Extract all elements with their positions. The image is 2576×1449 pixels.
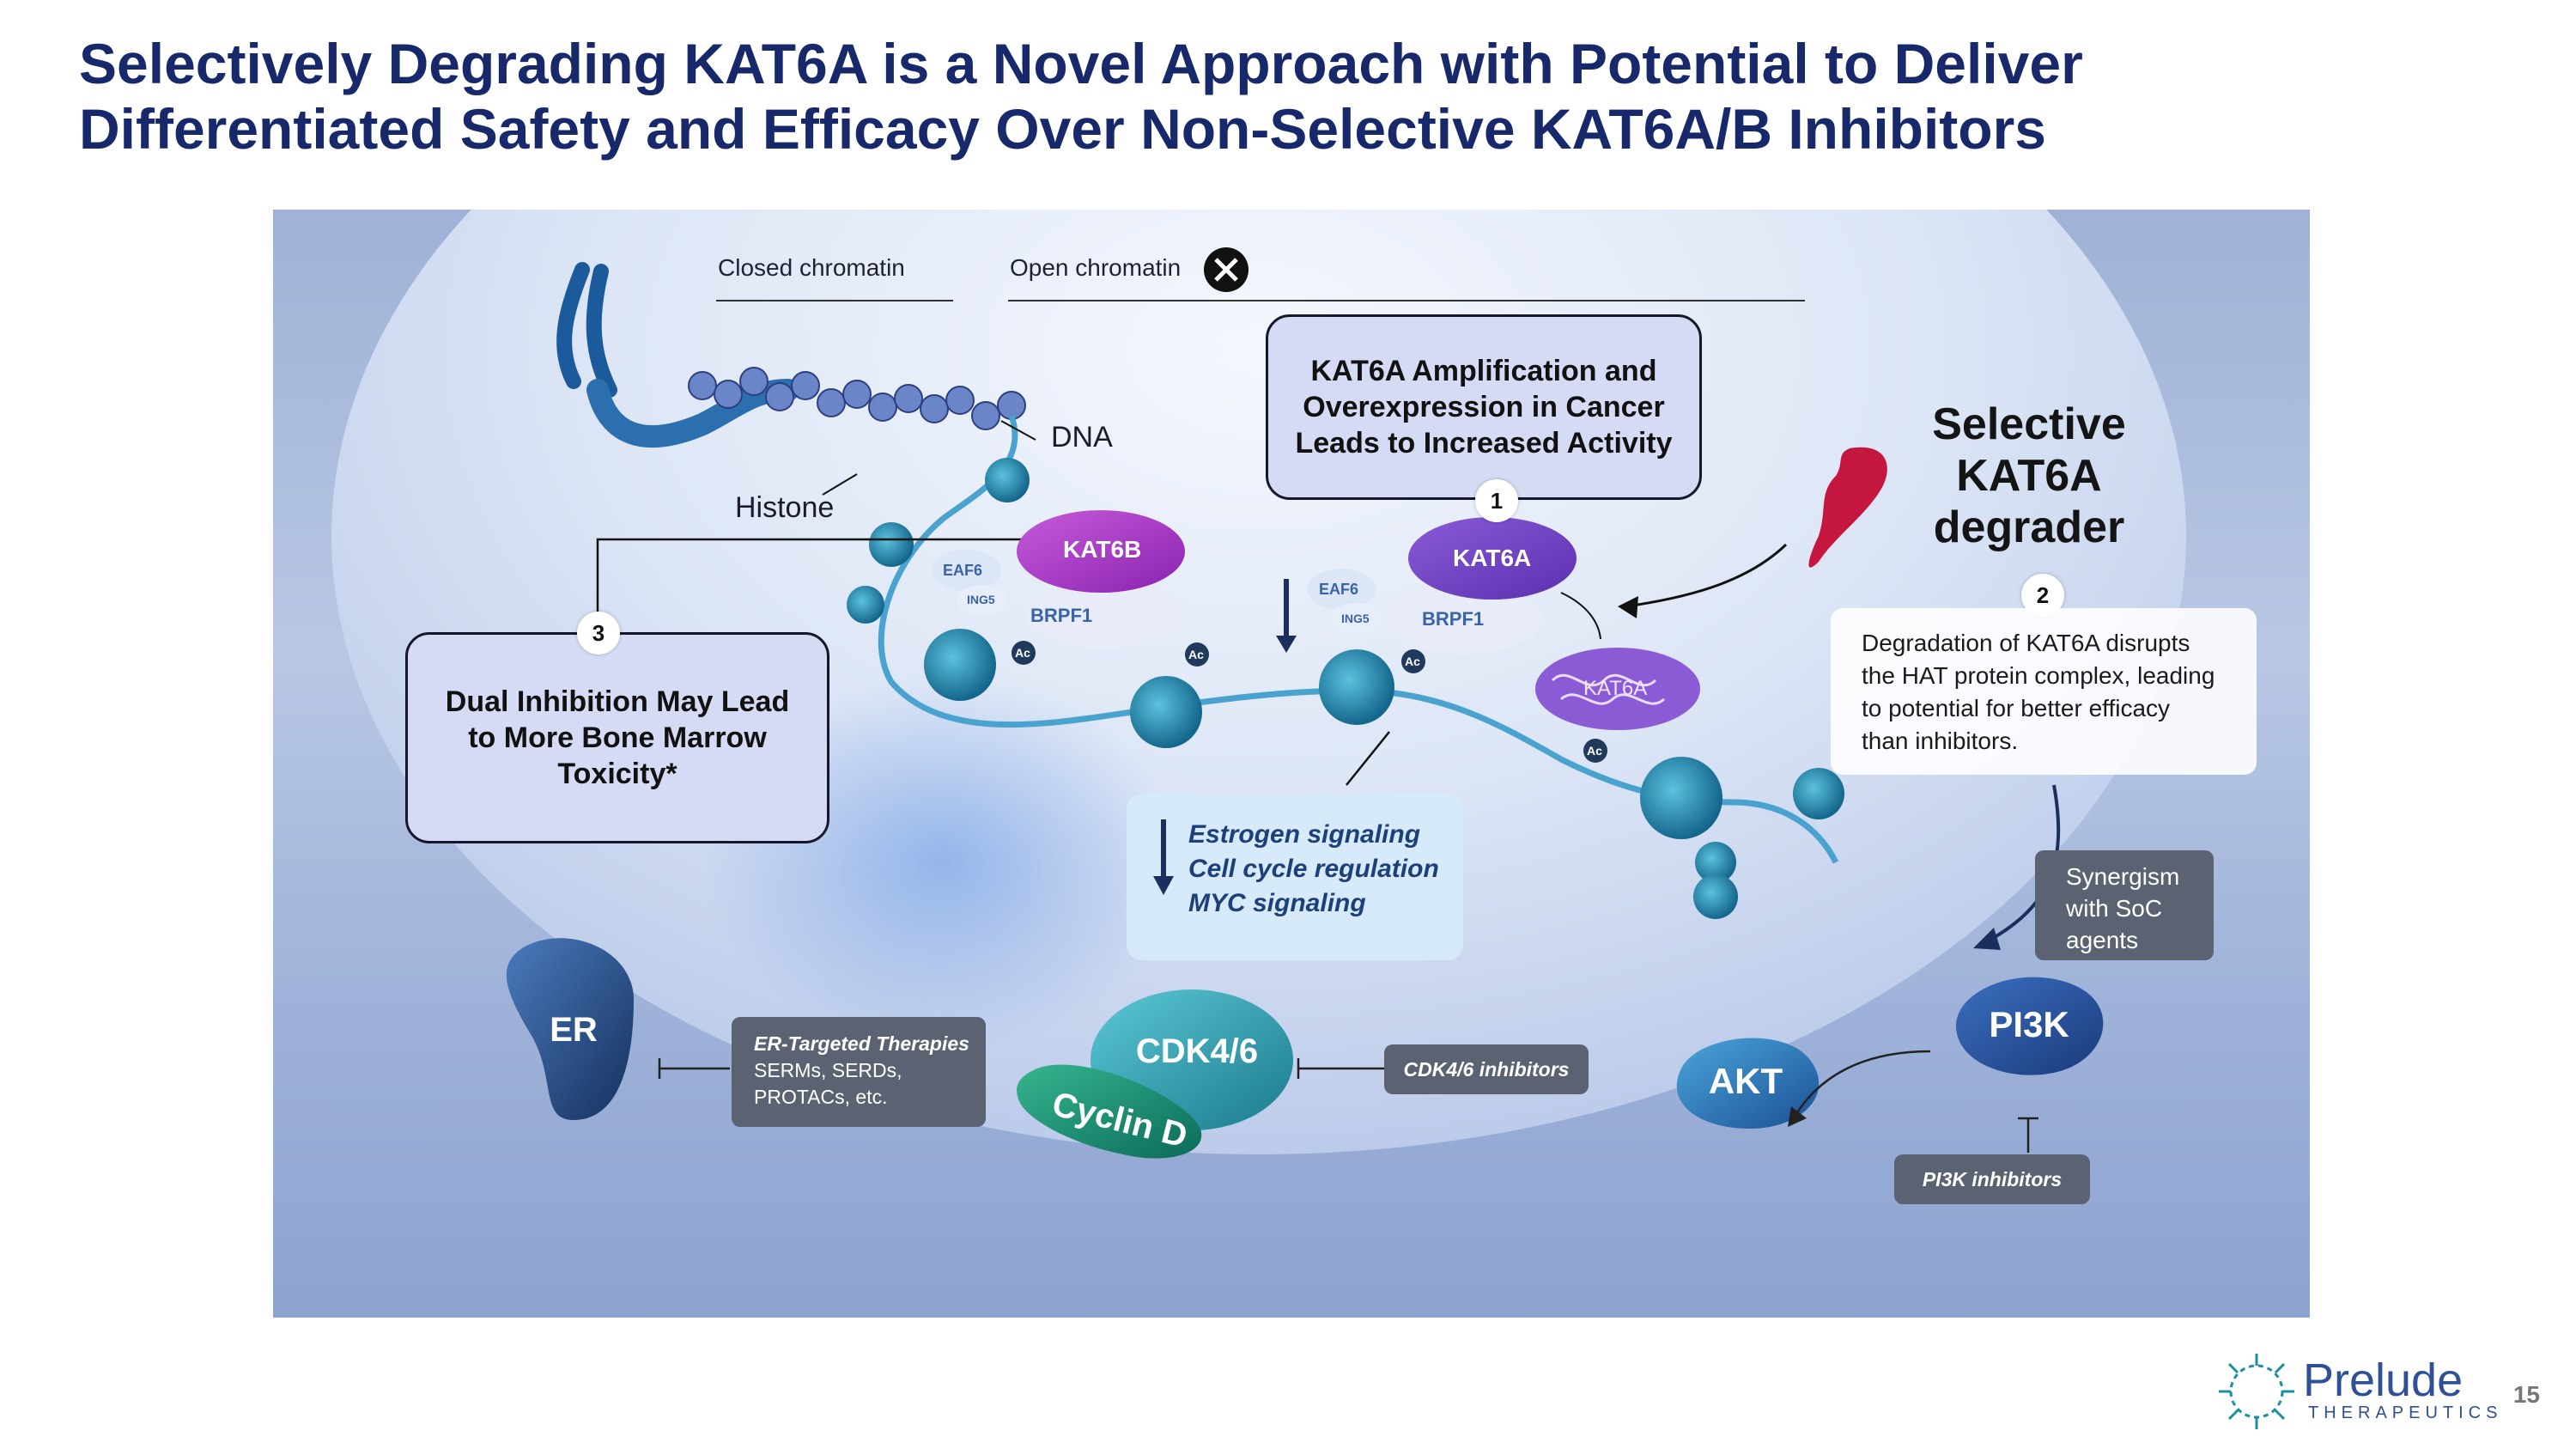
- brand-name: Prelude: [2303, 1355, 2464, 1406]
- pi3k-akt-arrow: [1793, 1050, 1931, 1117]
- box-kat6a-amplification: KAT6A Amplification and Overexpression i…: [1266, 314, 1702, 500]
- histone-pointer: [822, 473, 858, 496]
- note2-line2: the HAT protein complex, leading: [1862, 662, 2215, 689]
- signaling-line2: Cell cycle regulation: [1188, 855, 1439, 883]
- synergism-line2: with SoC: [2066, 895, 2163, 922]
- selective-line1: Selective: [1932, 399, 2126, 449]
- step-1-badge: 1: [1475, 479, 1518, 522]
- brand-sub: THERAPEUTICS: [2308, 1403, 2503, 1422]
- synergism-line1: Synergism: [2066, 863, 2180, 890]
- ac-label-2: Ac: [1188, 648, 1204, 661]
- ing5-right-label: ING5: [1341, 612, 1370, 625]
- degradation-note: Degradation of KAT6A disrupts the HAT pr…: [1831, 608, 2257, 775]
- synergism-box: Synergism with SoC agents: [2035, 850, 2214, 960]
- eaf6-right-label: EAF6: [1319, 581, 1359, 598]
- box3-line3: Toxicity*: [557, 758, 677, 790]
- eaf6-left-label: EAF6: [943, 562, 983, 579]
- akt-shape: [1676, 1038, 1820, 1129]
- er-box-line1: ER-Targeted Therapies: [754, 1032, 969, 1055]
- degraded-kat6a-label: KAT6A: [1583, 677, 1648, 700]
- er-label: ER: [550, 1010, 598, 1049]
- open-chromatin-label: Open chromatin: [1010, 254, 1182, 281]
- eaf6-left-shape: [933, 550, 1001, 591]
- er-shape: [506, 938, 634, 1120]
- box3-line2: to More Bone Marrow: [468, 721, 767, 754]
- eaf6-right-shape: [1307, 569, 1376, 610]
- box1-line3: Leads to Increased Activity: [1295, 427, 1673, 460]
- box1-line1: KAT6A Amplification and: [1310, 355, 1657, 387]
- step-3-badge: 3: [577, 612, 620, 654]
- signal-pointer: [1346, 731, 1390, 786]
- degrader-molecule: [1808, 447, 1887, 568]
- er-therapies-box: ER-Targeted Therapies SERMs, SERDs, PROT…: [732, 1017, 986, 1127]
- pi3k-shape: [1956, 977, 2104, 1075]
- title-line-2: Differentiated Safety and Efficacy Over …: [79, 97, 2046, 161]
- box1-line2: Overexpression in Cancer: [1303, 391, 1665, 423]
- note2-line4: than inhibitors.: [1862, 728, 2019, 754]
- pi3k-label: PI3K: [1989, 1004, 2069, 1044]
- ac-label-4: Ac: [1587, 744, 1602, 758]
- ing5-left-shape: [957, 585, 1008, 616]
- cyclin-shape: [1017, 1064, 1202, 1159]
- selective-line3: degrader: [1933, 502, 2125, 552]
- pi3k-inhibitors-box: PI3K inhibitors: [1894, 1154, 2090, 1204]
- selective-degrader-heading: Selective KAT6A degrader: [1887, 399, 2171, 553]
- note2-line1: Degradation of KAT6A disrupts: [1862, 630, 2190, 656]
- signaling-line1: Estrogen signaling: [1188, 820, 1421, 849]
- nucleosomes: [847, 458, 1844, 919]
- down-arrow-icon: [1276, 579, 1297, 653]
- dna-label: DNA: [1051, 421, 1113, 454]
- kat6b-label: KAT6B: [1063, 536, 1142, 563]
- close-circle-icon: [1204, 247, 1249, 292]
- degrader-arrow: [1618, 543, 1788, 618]
- box-dual-inhibition: Dual Inhibition May Lead to More Bone Ma…: [405, 632, 829, 843]
- brpf1-right-label: BRPF1: [1422, 608, 1485, 630]
- box3-line1: Dual Inhibition May Lead: [445, 685, 790, 718]
- dna-pointer: [1000, 420, 1036, 441]
- down-arrow-icon: [1153, 819, 1174, 895]
- kat6a-label: KAT6A: [1453, 545, 1532, 571]
- er-box-line3: PROTACs, etc.: [754, 1086, 888, 1108]
- ing5-left-label: ING5: [967, 593, 995, 606]
- degraded-kat6a-shape: [1535, 648, 1700, 730]
- mechanism-diagram: Closed chromatin Open chromatin DNA Hist…: [273, 210, 2310, 1318]
- akt-label: AKT: [1708, 1061, 1783, 1101]
- ing5-right-shape: [1331, 603, 1382, 634]
- condensed-chromatin: [688, 367, 1026, 430]
- ac-label-3: Ac: [1405, 654, 1420, 668]
- ac-marker-group: [1012, 641, 1607, 763]
- pi3k-akt-arrowhead: [1788, 1106, 1807, 1127]
- degraded-pattern: [1551, 673, 1666, 705]
- signaling-box: Estrogen signaling Cell cycle regulation…: [1127, 794, 1463, 960]
- connector-3: [596, 538, 1058, 622]
- er-box-line2: SERMs, SERDs,: [754, 1059, 902, 1081]
- kat6b-shape: [1017, 510, 1185, 593]
- slide-title: Selectively Degrading KAT6A is a Novel A…: [79, 31, 2397, 161]
- synergism-line3: agents: [2066, 927, 2139, 953]
- cdk-label: CDK4/6: [1135, 1032, 1259, 1070]
- degradation-arrow: [1560, 592, 1601, 640]
- cdk-inhibitors-box: CDK4/6 inhibitors: [1384, 1044, 1589, 1094]
- signaling-line3: MYC signaling: [1188, 889, 1366, 917]
- closed-chromatin-label: Closed chromatin: [718, 254, 905, 281]
- title-line-1: Selectively Degrading KAT6A is a Novel A…: [79, 32, 2083, 95]
- note2-line3: to potential for better efficacy: [1862, 695, 2171, 721]
- selective-line2: KAT6A: [1956, 451, 2102, 501]
- ac-label-1: Ac: [1015, 646, 1030, 660]
- prelude-logo-icon: [2219, 1354, 2294, 1429]
- brpf1-right-shape: [1384, 582, 1542, 654]
- brpf1-left-label: BRPF1: [1030, 605, 1093, 626]
- histone-label: Histone: [735, 491, 835, 524]
- brpf1-left-shape: [1025, 577, 1183, 649]
- page-number: 15: [2512, 1381, 2540, 1408]
- kat6a-shape: [1408, 517, 1577, 600]
